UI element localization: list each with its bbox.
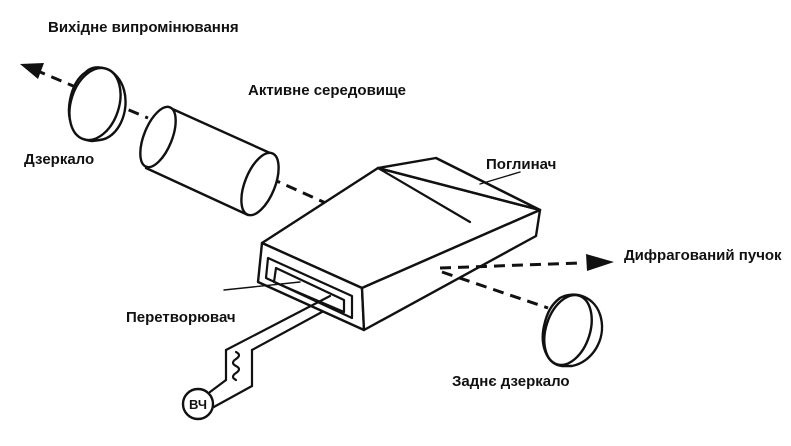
rf-source: ВЧ xyxy=(181,387,215,421)
output-beam-arrow xyxy=(20,63,79,90)
leader-lines xyxy=(223,171,521,291)
rear-mirror xyxy=(541,293,604,368)
rf-source-label: ВЧ xyxy=(189,397,207,412)
diffracted-beam-arrow xyxy=(439,254,614,271)
active-medium-cylinder xyxy=(139,105,280,217)
absorber-wedge xyxy=(376,156,542,224)
rf-wiring xyxy=(208,294,332,410)
rear-beam xyxy=(441,270,549,310)
label-rear-mirror: Заднє дзеркало xyxy=(452,373,570,390)
output-mirror xyxy=(67,66,127,143)
label-absorber: Поглинач xyxy=(486,156,556,173)
label-mirror: Дзеркало xyxy=(24,151,94,168)
modulator-box xyxy=(256,166,542,332)
label-diffracted-beam: Дифрагований пучок xyxy=(624,247,782,264)
label-transducer: Перетворювач xyxy=(126,309,236,326)
label-output-radiation: Вихідне випромінювання xyxy=(48,19,239,36)
label-active-medium: Активне середовище xyxy=(248,82,406,99)
